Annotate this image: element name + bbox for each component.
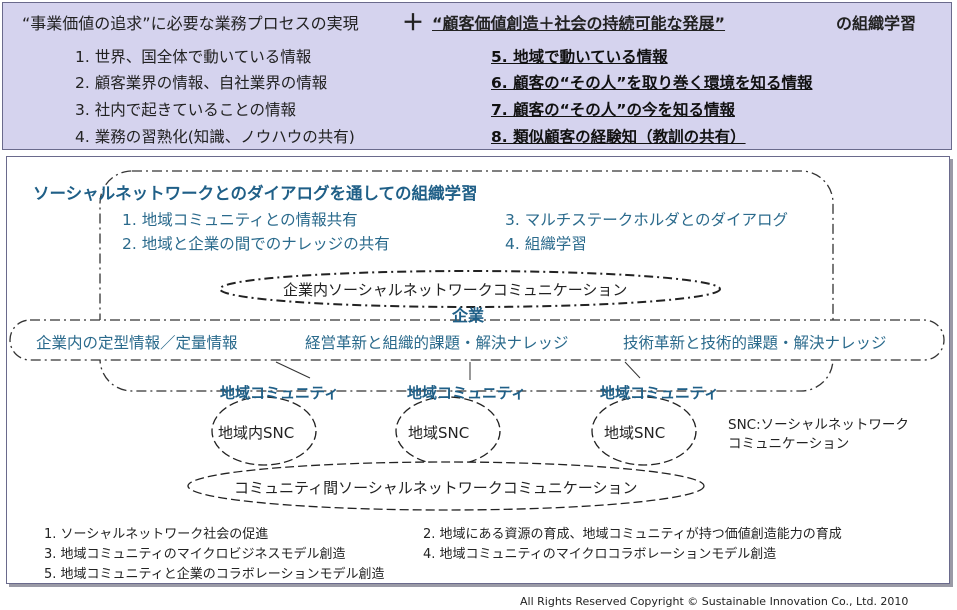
header-part3: の組織学習 [836, 14, 917, 33]
snc-item-2: 2. 地域と企業の間でのナレッジの共有 [122, 235, 390, 253]
info-left-4: 4. 業務の習熟化(知識、ノウハウの共有) [75, 128, 355, 146]
community-circle-1 [211, 396, 317, 466]
bottom-item-1: 1. ソーシャルネットワーク社会の促進 [44, 527, 269, 542]
community-snc-3: 地域SNC [604, 424, 666, 442]
connector-3 [624, 361, 641, 379]
snc-learning-title: ソーシャルネットワークとのダイアログを通しての組織学習 [33, 184, 478, 203]
info-left-2: 2. 顧客業界の情報、自社業界の情報 [75, 74, 328, 92]
snc-note-line2: コミュニケーション [728, 436, 850, 452]
bottom-item-5: 5. 地域コミュニティと企業のコラボレーションモデル創造 [44, 567, 385, 582]
connector-1 [275, 361, 311, 379]
enterprise-item-1: 企業内の定型情報／定量情報 [36, 334, 238, 352]
snc-learning-frame [99, 170, 834, 392]
community-label-2: 地域コミュニティ [407, 384, 527, 402]
top-panel [2, 2, 952, 150]
community-label-3: 地域コミュニティ [600, 384, 720, 402]
internal-snc-oval [219, 270, 721, 308]
inter-snc-label: コミュニティ間ソーシャルネットワークコミュニケーション [234, 479, 638, 497]
snc-item-3: 3. マルチステークホルダとのダイアログ [505, 211, 789, 229]
community-label-1: 地域コミュニティ [220, 384, 340, 402]
header-part1: “事業価値の追求”に必要な業務プロセスの実現 [22, 14, 359, 33]
inter-snc-oval [187, 461, 705, 511]
copyright: All Rights Reserved Copyright © Sustaina… [520, 595, 909, 608]
main-panel [6, 156, 950, 584]
internal-snc-label: 企業内ソーシャルネットワークコミュニケーション [283, 281, 628, 299]
enterprise-band [9, 319, 945, 361]
info-left-1: 1. 世界、国全体で動いている情報 [75, 48, 312, 66]
enterprise-label: 企業 [452, 306, 485, 325]
info-right-7: 7. 顧客の“その人”の今を知る情報 [491, 101, 735, 119]
info-right-5: 5. 地域で動いている情報 [491, 48, 668, 66]
bottom-item-4: 4. 地域コミュニティのマイクロコラボレーションモデル創造 [423, 547, 777, 562]
community-snc-2: 地域SNC [408, 424, 470, 442]
info-right-8: 8. 類似顧客の経験知（教訓の共有） [491, 128, 746, 146]
snc-item-1: 1. 地域コミュニティとの情報共有 [122, 211, 358, 229]
info-left-3: 3. 社内で起きていることの情報 [75, 101, 297, 119]
info-right-6: 6. 顧客の“その人”を取り巻く環境を知る情報 [491, 74, 813, 92]
community-circle-3 [591, 396, 697, 466]
bottom-item-3: 3. 地域コミュニティのマイクロビジネスモデル創造 [44, 547, 346, 562]
bottom-item-2: 2. 地域にある資源の育成、地域コミュニティが持つ価値創造能力の育成 [423, 527, 842, 542]
enterprise-item-3: 技術革新と技術的課題・解決ナレッジ [623, 334, 887, 352]
enterprise-item-2: 経営革新と組織的課題・解決ナレッジ [305, 334, 569, 352]
snc-note-line1: SNC:ソーシャルネットワーク [728, 417, 909, 433]
header-plus: ＋ [402, 11, 425, 36]
header-part2: “顧客価値創造＋社会の持続可能な発展” [432, 14, 726, 33]
community-snc-1: 地域内SNC [218, 424, 295, 442]
snc-item-4: 4. 組織学習 [505, 235, 587, 253]
